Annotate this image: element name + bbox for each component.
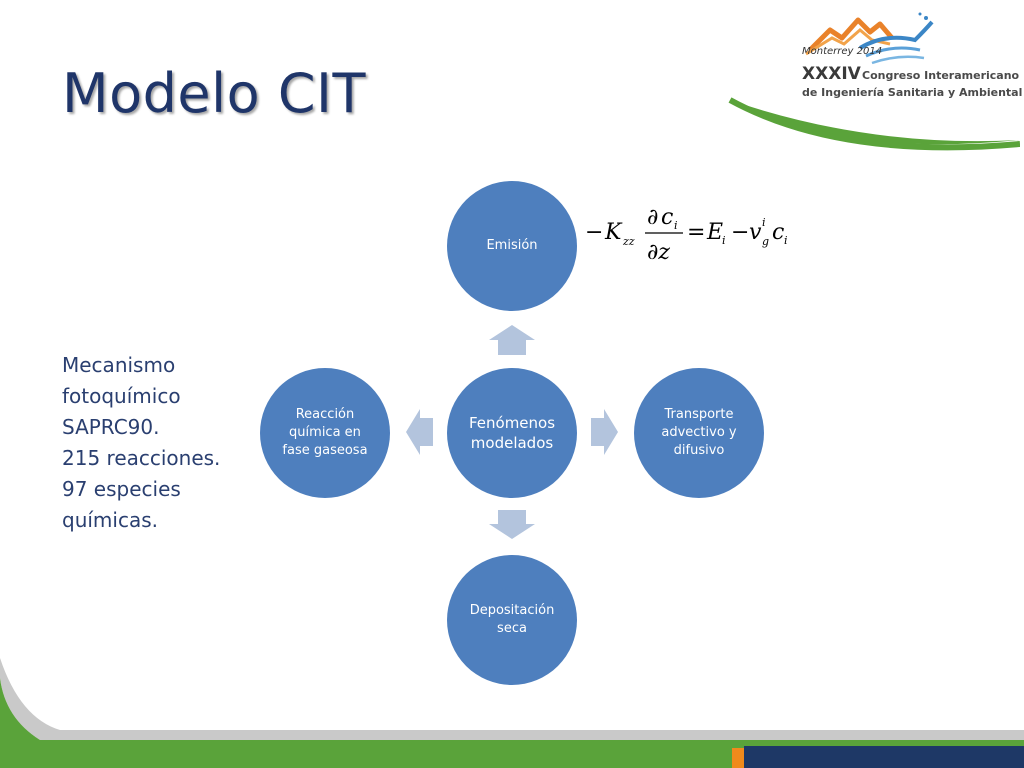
logo-edition: XXXIV	[802, 64, 861, 84]
eq-denominator: ∂z	[647, 240, 670, 265]
node-dry-deposition: Depositación seca	[447, 555, 577, 685]
side-line: SAPRC90.	[62, 415, 160, 439]
node-bottom-line: Depositación	[469, 603, 555, 618]
node-transport: Transporte advectivo y difusivo	[634, 368, 764, 498]
eq-v: v	[749, 220, 762, 245]
congress-logo: Monterrey 2014 XXXIV Congreso Interameri…	[720, 8, 1023, 168]
eq-equals: =	[687, 220, 705, 245]
eq-K: K	[604, 220, 623, 245]
arrow-left-icon	[406, 409, 433, 455]
logo-graphic	[728, 12, 1021, 151]
mechanism-description: Mecanismo fotoquímico SAPRC90. 215 reacc…	[62, 350, 252, 536]
side-line: 97 especies	[62, 477, 181, 501]
eq-c-sub: i	[674, 219, 678, 232]
logo-line-1: Congreso Interamericano	[862, 69, 1020, 82]
eq-minus-2: −	[731, 220, 749, 245]
node-chemical-reaction: Reacción química en fase gaseosa	[260, 368, 390, 498]
node-emission: Emisión	[447, 181, 577, 311]
eq-E-sub: i	[722, 234, 726, 247]
eq-K-sub: zz	[622, 235, 635, 248]
side-line: 215 reacciones.	[62, 446, 221, 470]
node-left-line: Reacción	[295, 407, 355, 422]
eq-c: c	[661, 205, 673, 230]
flux-equation: − K zz ∂ c i ∂z = E i − v i g c i	[585, 205, 788, 265]
eq-partial: ∂	[647, 205, 658, 230]
node-center-line: Fenómenos	[468, 414, 556, 432]
arrow-down-icon	[489, 510, 535, 539]
arrow-up-icon	[489, 325, 535, 355]
logo-city-year: Monterrey 2014	[802, 46, 883, 57]
node-right-line: Transporte	[664, 407, 734, 422]
eq-v-sub: g	[762, 235, 769, 248]
side-line: químicas.	[62, 508, 158, 532]
node-emission-label: Emisión	[486, 238, 538, 253]
footer-decoration	[0, 658, 1024, 768]
node-center-line: modelados	[470, 434, 554, 452]
logo-line-2: de Ingeniería Sanitaria y Ambiental	[802, 86, 1023, 99]
node-right-line: difusivo	[673, 443, 725, 458]
side-line: Mecanismo	[62, 353, 176, 377]
node-left-line: fase gaseosa	[282, 443, 368, 458]
eq-v-sup: i	[762, 216, 766, 229]
side-line: fotoquímico	[62, 384, 181, 408]
slide-title: Modelo CIT	[62, 62, 366, 125]
eq-E: E	[706, 220, 723, 245]
node-right-line: advectivo y	[661, 425, 737, 440]
arrow-right-icon	[591, 409, 618, 455]
eq-c-final: c	[772, 220, 784, 245]
node-left-line: química en	[289, 425, 361, 440]
node-bottom-line: seca	[497, 621, 527, 636]
eq-minus: −	[585, 220, 603, 245]
node-modeled-phenomena: Fenómenos modelados	[447, 368, 577, 498]
eq-c-final-sub: i	[784, 234, 788, 247]
